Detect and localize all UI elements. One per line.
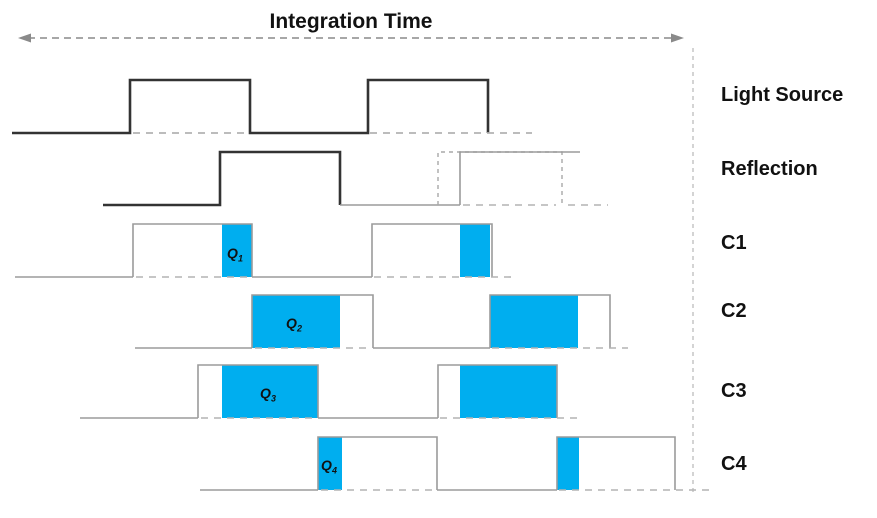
row-label-light-source: Light Source [721,84,843,106]
c3-charge-region-2 [460,365,557,418]
c3-row: Q3 C3 [80,364,747,419]
c2-row: Q2 C2 [135,294,747,349]
c2-pulse-1 [251,294,374,348]
arrow-left-head-icon [18,33,31,43]
c4-pulse-1 [317,436,438,490]
c4-pulse-2 [556,436,676,490]
reflection-row: Reflection [103,150,818,207]
row-label-c1: C1 [721,232,747,254]
q2-label: Q2 [286,315,302,334]
reflection-second-pulse [459,151,580,205]
light-source-waveform [12,78,490,135]
q3-label: Q3 [260,385,276,404]
c3-pulse-2 [437,364,558,418]
reflection-ghost-pulse [437,151,563,205]
arrow-right-head-icon [671,33,684,43]
q2-charge-region [252,295,340,348]
row-label-c3: C3 [721,380,747,402]
c4-row: Q4 C4 [200,436,747,491]
q4-label: Q4 [321,457,337,476]
c3-pulse-1 [197,364,319,418]
c1-pulse-1 [132,223,253,277]
row-label-c2: C2 [721,300,747,322]
q1-label: Q1 [227,245,243,264]
row-label-c4: C4 [721,453,747,475]
q3-charge-region [222,365,318,418]
c1-pulse-2 [371,223,493,277]
c1-row: Q1 C1 [15,223,747,278]
q1-charge-region [222,224,252,277]
reflection-waveform [103,150,342,207]
c2-charge-region-2 [490,295,578,348]
c1-charge-region-2 [460,224,490,277]
row-label-reflection: Reflection [721,158,818,180]
c4-charge-region-2 [557,437,579,490]
c2-pulse-2 [489,294,611,348]
light-source-row: Light Source [12,78,843,135]
diagram-title: Integration Time [270,10,433,33]
integration-time-arrow [18,33,684,43]
q4-charge-region [318,437,342,490]
